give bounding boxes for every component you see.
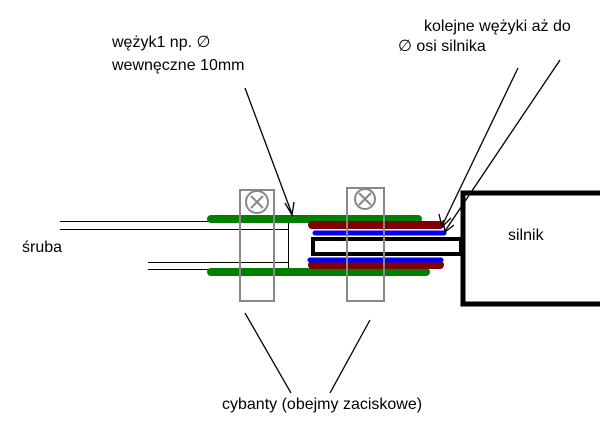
label-hose1-line2: wewnęczne 10mm: [112, 57, 245, 74]
label-next-hoses-line1: kolejne wężyki aż do: [424, 18, 571, 35]
pointer-lines: [244, 59, 561, 394]
screw: [60, 221, 289, 270]
label-motor: silnik: [508, 227, 544, 244]
label-screw: śruba: [22, 239, 63, 256]
label-hose1-line1: wężyk1 np. ∅: [112, 34, 211, 51]
clamp-2: [346, 187, 385, 302]
clamp-1: [239, 189, 275, 302]
label-next-hoses-line2: ∅ osi silnika: [398, 38, 486, 55]
motor-body: [460, 190, 600, 307]
label-clamps: cybanty (obejmy zaciskowe): [222, 396, 423, 413]
motor-shaft: [311, 237, 463, 256]
